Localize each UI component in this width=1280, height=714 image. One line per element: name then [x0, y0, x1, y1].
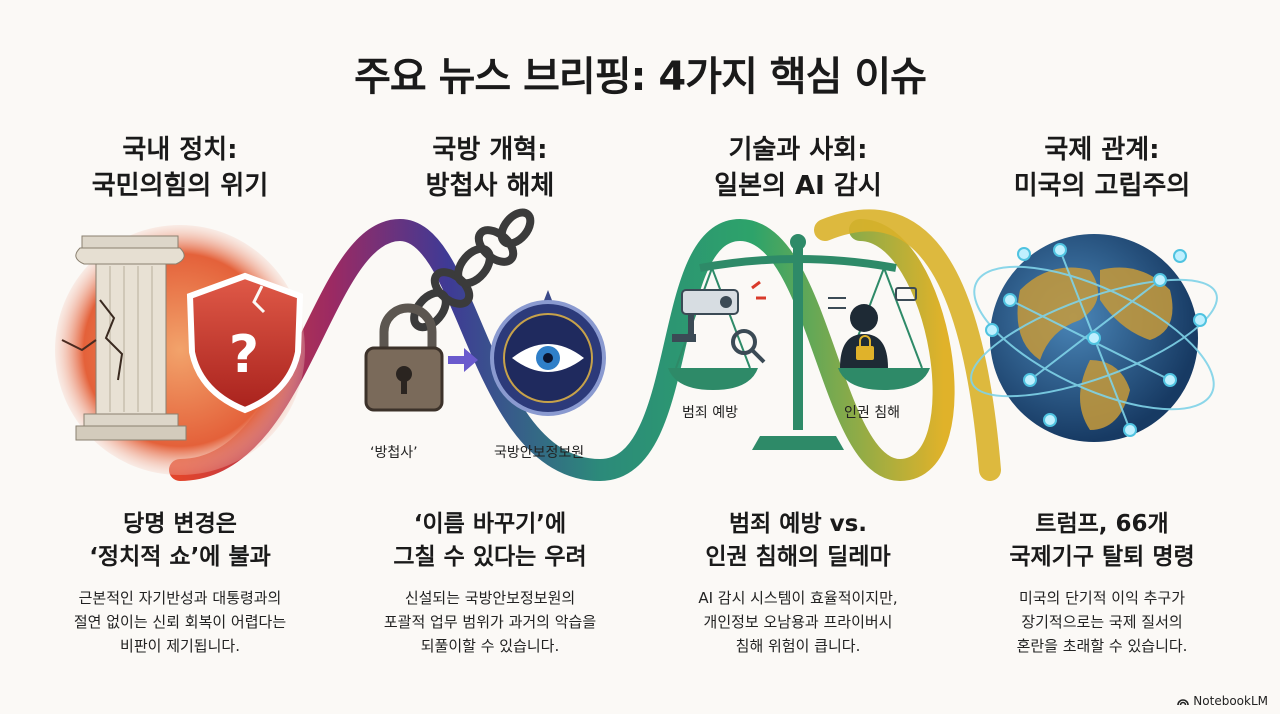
column-title-line: 기술과 사회:	[728, 135, 868, 165]
column-title-line: 방첩사 해체	[425, 171, 555, 201]
column-body: 근본적인 자기반성과 대통령과의 절연 없이는 신뢰 회복이 어렵다는 비판이 …	[30, 586, 330, 658]
column-body-line: 신설되는 국방안보정보원의	[404, 589, 576, 607]
column-headline-line: 트럼프, 66개	[1035, 511, 1169, 537]
column-title-line: 일본의 AI 감시	[714, 171, 882, 201]
page-title: 주요 뉴스 브리핑: 4가지 핵심 이슈	[354, 54, 927, 100]
column-body-line: 침해 위험이 큽니다.	[735, 637, 861, 655]
label-old-agency: ‘방첩사’	[370, 445, 418, 461]
column-title-line: 국내 정치:	[122, 135, 238, 165]
column-body-line: 절연 없이는 신뢰 회복이 어렵다는	[73, 613, 287, 631]
column-headline-line: 그칠 수 있다는 우려	[393, 544, 587, 570]
person-lock-icon	[828, 287, 917, 368]
column-title: 기술과 사회: 일본의 AI 감시	[648, 132, 948, 204]
column-body-line: 개인정보 오남용과 프라이버시	[703, 613, 893, 631]
column-headline: ‘이름 바꾸기’에 그칠 수 있다는 우려	[340, 508, 640, 574]
network-globe-icon	[970, 234, 1218, 442]
column-title: 국제 관계: 미국의 고립주의	[952, 132, 1252, 204]
svg-text:?: ?	[229, 325, 259, 385]
column-headline-line: 인권 침해의 딜레마	[705, 544, 891, 570]
connecting-wave	[169, 218, 955, 482]
column-title-line: 미국의 고립주의	[1013, 171, 1191, 201]
column-body: 미국의 단기적 이익 추구가 장기적으로는 국제 질서의 혼란을 초래할 수 있…	[952, 586, 1252, 658]
column-headline: 트럼프, 66개 국제기구 탈퇴 명령	[952, 508, 1252, 574]
column-body-line: 미국의 단기적 이익 추구가	[1018, 589, 1186, 607]
brand-name: NotebookLM	[1193, 694, 1268, 708]
column-body-line: 포괄적 업무 범위가 과거의 악습을	[383, 613, 597, 631]
cracked-shield-question-icon: ?	[186, 272, 304, 414]
column-body-line: 혼란을 초래할 수 있습니다.	[1016, 637, 1188, 655]
column-body: 신설되는 국방안보정보원의 포괄적 업무 범위가 과거의 악습을 되풀이할 수 …	[340, 586, 640, 658]
notebooklm-logo-icon	[1177, 699, 1190, 706]
column-title-line: 국방 개혁:	[432, 135, 548, 165]
column-headline-line: 국제기구 탈퇴 명령	[1009, 544, 1195, 570]
column-title-line: 국민의힘의 위기	[91, 171, 269, 201]
cctv-camera-icon	[672, 280, 766, 364]
connecting-wave-end	[814, 209, 1001, 481]
rusted-padlock-chain-icon	[364, 208, 535, 412]
column-body-line: 되풀이할 수 있습니다.	[420, 637, 560, 655]
brand-watermark: NotebookLM	[1177, 694, 1268, 708]
balance-scale-icon	[668, 234, 930, 450]
broken-column-icon	[61, 235, 187, 441]
column-title-line: 국제 관계:	[1044, 135, 1160, 165]
column-headline-line: 범죄 예방 vs.	[728, 511, 868, 537]
column-body-line: 근본적인 자기반성과 대통령과의	[78, 589, 282, 607]
column-body-line: 장기적으로는 국제 질서의	[1021, 613, 1183, 631]
column-headline: 당명 변경은 ‘정치적 쇼’에 불과	[30, 508, 330, 574]
eye-compass-emblem-icon	[490, 290, 606, 416]
column-body-line: AI 감시 시스템이 효율적이지만,	[698, 589, 898, 607]
label-rights-violation: 인권 침해	[844, 405, 900, 421]
label-new-agency: 국방안보정보원	[494, 445, 585, 461]
label-crime-prevention: 범죄 예방	[682, 405, 738, 421]
column-title: 국방 개혁: 방첩사 해체	[340, 132, 640, 204]
column-title: 국내 정치: 국민의힘의 위기	[30, 132, 330, 204]
column-headline-line: ‘이름 바꾸기’에	[413, 511, 567, 537]
column-headline-line: ‘정치적 쇼’에 불과	[89, 544, 271, 570]
column-body-line: 비판이 제기됩니다.	[120, 637, 240, 655]
column-headline: 범죄 예방 vs. 인권 침해의 딜레마	[648, 508, 948, 574]
arrow-icon	[448, 348, 478, 372]
column-headline-line: 당명 변경은	[123, 511, 237, 537]
column-body: AI 감시 시스템이 효율적이지만, 개인정보 오남용과 프라이버시 침해 위험…	[648, 586, 948, 658]
